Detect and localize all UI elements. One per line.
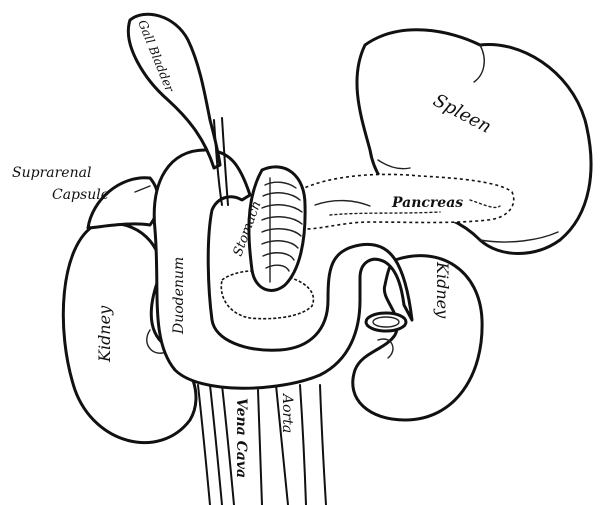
- cystic-duct: [213, 119, 223, 206]
- label-suprarenal-line1: Suprarenal: [12, 165, 91, 181]
- stomach-folds: [261, 177, 303, 283]
- label-vena-cava: Vena Cava: [233, 398, 249, 478]
- label-duodenum: Duodenum: [171, 257, 187, 335]
- pancreas: [292, 173, 515, 230]
- label-suprarenal-line2: Capsule: [52, 187, 109, 203]
- spleen-notch: [473, 44, 485, 83]
- jejunum-lumen: [372, 316, 400, 328]
- spleen-hilum: [377, 159, 411, 170]
- label-pancreas: Pancreas: [391, 195, 463, 211]
- right-kidney: [351, 254, 484, 422]
- jejunum-cut-end: [364, 311, 408, 333]
- label-kidney-left: Kidney: [95, 305, 114, 363]
- spleen-lower-edge: [479, 231, 559, 243]
- right-kidney-hilum: [377, 338, 394, 359]
- duodenum: [152, 148, 414, 390]
- label-aorta: Aorta: [279, 392, 295, 433]
- suprarenal-pointer: [134, 185, 151, 193]
- great-vessels: [197, 384, 327, 505]
- bile-duct: [221, 117, 229, 206]
- label-kidney-right: Kidney: [433, 261, 452, 319]
